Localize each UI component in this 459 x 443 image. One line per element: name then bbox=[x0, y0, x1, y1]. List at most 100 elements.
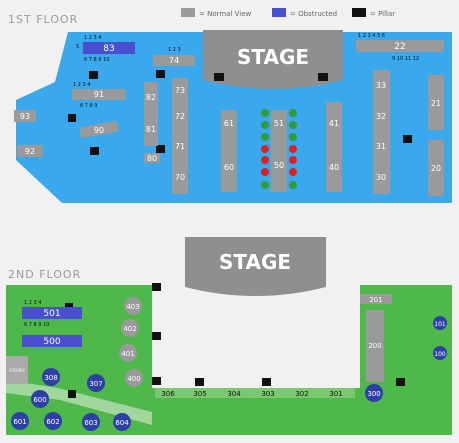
section-100[interactable] bbox=[433, 346, 447, 360]
seat-green[interactable] bbox=[289, 121, 297, 129]
section-306-label: 306 bbox=[161, 390, 175, 398]
section-92[interactable] bbox=[17, 145, 43, 157]
section-602[interactable] bbox=[44, 412, 62, 430]
section-101[interactable] bbox=[433, 316, 447, 330]
row-numbers: 6 7 8 9 bbox=[80, 103, 98, 109]
section-301-label: 301 bbox=[329, 390, 342, 398]
section-column-60-61[interactable] bbox=[221, 110, 237, 192]
legend-obstructed-label: = Obstructed bbox=[290, 10, 337, 18]
section-200[interactable] bbox=[366, 310, 384, 382]
floor1-title: 1ST FLOOR bbox=[8, 13, 78, 26]
row-numbers: 5 bbox=[76, 44, 79, 50]
seat-green[interactable] bbox=[261, 181, 269, 189]
seat-green[interactable] bbox=[289, 181, 297, 189]
section-82-label: 82 bbox=[146, 93, 156, 102]
floor1-stage bbox=[203, 30, 343, 89]
section-402[interactable] bbox=[121, 319, 139, 337]
section-81[interactable] bbox=[144, 118, 158, 146]
section-300-label: 300 bbox=[367, 390, 380, 398]
row-numbers: 6 7 8 9 10 bbox=[24, 322, 49, 328]
section-401[interactable] bbox=[119, 344, 137, 362]
section-93[interactable] bbox=[14, 110, 36, 122]
row-numbers: 1 2 3 4 bbox=[84, 35, 102, 41]
section-51-label: 51 bbox=[274, 119, 284, 128]
floor2-title: 2ND FLOOR bbox=[8, 268, 81, 281]
section-603[interactable] bbox=[82, 413, 100, 431]
section-21[interactable] bbox=[428, 75, 444, 130]
section-308[interactable] bbox=[42, 368, 60, 386]
section-74[interactable] bbox=[153, 55, 195, 66]
section-400-label: 400 bbox=[127, 375, 140, 383]
section-501[interactable] bbox=[22, 307, 82, 319]
section-300[interactable] bbox=[365, 384, 383, 402]
section-603-label: 603 bbox=[84, 419, 97, 427]
section-601[interactable] bbox=[11, 412, 29, 430]
seat-red[interactable] bbox=[261, 156, 269, 164]
section-32-label: 32 bbox=[376, 112, 386, 121]
section-91-label: 91 bbox=[94, 90, 104, 99]
seat-green[interactable] bbox=[289, 133, 297, 141]
section-83[interactable] bbox=[83, 42, 135, 54]
section-50-label: 50 bbox=[274, 161, 284, 170]
section-73-label: 73 bbox=[175, 86, 185, 95]
section-82[interactable] bbox=[144, 82, 158, 126]
special-seats bbox=[261, 109, 297, 189]
pillar bbox=[262, 378, 271, 386]
section-70-label: 70 bbox=[175, 173, 185, 182]
section-91[interactable] bbox=[72, 89, 126, 100]
section-201[interactable] bbox=[360, 294, 392, 304]
section-403[interactable] bbox=[124, 297, 142, 315]
seat-red[interactable] bbox=[261, 168, 269, 176]
row-numbers: 9 10 11 12 bbox=[392, 56, 419, 62]
section-80[interactable] bbox=[144, 153, 160, 163]
section-21-label: 21 bbox=[431, 99, 441, 108]
row-numbers: 1 2 3 4 bbox=[24, 300, 42, 306]
section-307-label: 307 bbox=[89, 380, 102, 388]
pillar bbox=[152, 332, 161, 340]
section-column-30-33[interactable] bbox=[373, 70, 390, 194]
section-90[interactable] bbox=[79, 120, 119, 139]
section-22[interactable] bbox=[356, 40, 444, 52]
section-303-label: 303 bbox=[261, 390, 274, 398]
section-column-40-41[interactable] bbox=[326, 102, 342, 192]
pillar bbox=[152, 283, 161, 291]
seat-red[interactable] bbox=[289, 145, 297, 153]
seat-green[interactable] bbox=[261, 121, 269, 129]
section-304-label: 304 bbox=[227, 390, 241, 398]
section-500[interactable] bbox=[22, 335, 82, 347]
seat-red[interactable] bbox=[289, 156, 297, 164]
seat-green[interactable] bbox=[261, 109, 269, 117]
section-30-label: 30 bbox=[376, 173, 386, 182]
legend-normal-swatch bbox=[181, 8, 195, 17]
section-600[interactable] bbox=[31, 390, 49, 408]
section-61-label: 61 bbox=[224, 119, 234, 128]
seat-green[interactable] bbox=[261, 133, 269, 141]
seat-green[interactable] bbox=[289, 109, 297, 117]
section-401-label: 401 bbox=[121, 350, 134, 358]
section-81-label: 81 bbox=[146, 125, 156, 134]
section-column-50-51[interactable] bbox=[271, 110, 287, 192]
section-307[interactable] bbox=[87, 374, 105, 392]
section-41-label: 41 bbox=[329, 119, 339, 128]
seat-red[interactable] bbox=[289, 168, 297, 176]
section-72-label: 72 bbox=[175, 112, 185, 121]
section-305-label: 305 bbox=[193, 390, 206, 398]
section-201-label: 201 bbox=[369, 296, 382, 304]
section-604-label: 604 bbox=[115, 419, 129, 427]
section-22-label: 22 bbox=[394, 42, 405, 52]
section-column-70-73[interactable] bbox=[172, 78, 188, 194]
section-20-label: 20 bbox=[431, 164, 441, 173]
section-20[interactable] bbox=[428, 140, 444, 196]
section-400[interactable] bbox=[125, 369, 143, 387]
seat-red[interactable] bbox=[261, 145, 269, 153]
section-604[interactable] bbox=[113, 413, 131, 431]
pillar bbox=[89, 71, 98, 79]
stairs-label: STAIRS bbox=[9, 368, 25, 374]
row-numbers: 6 7 8 9 10 bbox=[84, 57, 109, 63]
pillar bbox=[156, 145, 165, 153]
section-200-label: 200 bbox=[368, 342, 381, 350]
section-600-label: 600 bbox=[33, 396, 46, 404]
pillar bbox=[152, 377, 161, 385]
floor2-stage bbox=[185, 237, 326, 296]
